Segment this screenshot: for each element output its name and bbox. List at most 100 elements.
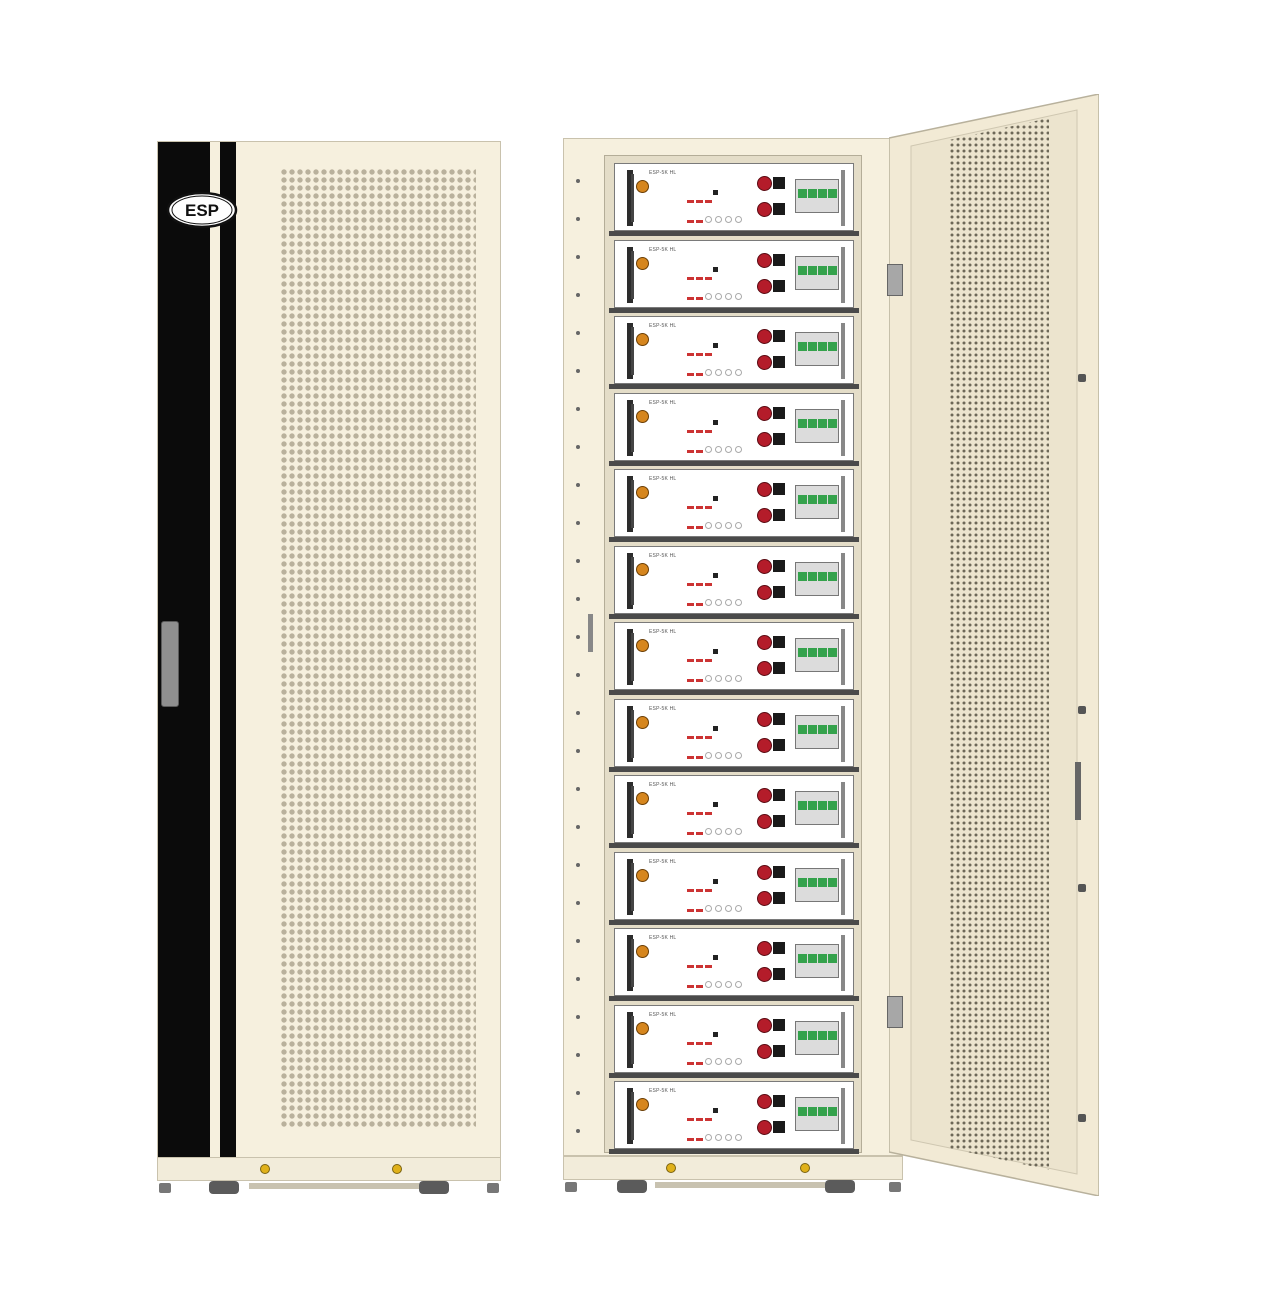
- rail-screw: [576, 217, 580, 221]
- module-shelf: [609, 307, 859, 313]
- circuit-breaker: [795, 1020, 839, 1055]
- module-handle: [627, 935, 633, 991]
- power-connector-icon: [773, 636, 785, 648]
- port-row: [687, 363, 745, 381]
- esp-logo: ESP: [166, 191, 238, 229]
- rail-screw: [576, 255, 580, 259]
- rail-screw: [576, 483, 580, 487]
- module-handle-inner: [631, 709, 634, 758]
- led-row: [687, 802, 714, 820]
- power-connector-icon: [757, 864, 772, 880]
- port-row: [687, 1052, 745, 1070]
- rail-screw: [576, 179, 580, 183]
- module-handle-inner: [631, 556, 634, 605]
- status-indicator-icon: [636, 562, 649, 576]
- door-latch: [1078, 884, 1086, 892]
- circuit-breaker: [795, 944, 839, 978]
- port-row: [687, 899, 745, 917]
- power-connector-icon: [773, 738, 785, 751]
- reset-button: [713, 802, 718, 807]
- power-connector-icon: [773, 509, 785, 521]
- cabinet-body: ESP: [157, 141, 501, 1161]
- module-handle-right: [841, 170, 845, 226]
- power-connector-icon: [773, 968, 785, 980]
- reset-button: [713, 955, 718, 960]
- module-shelf: [609, 919, 859, 925]
- circuit-breaker: [795, 179, 839, 213]
- circuit-breaker: [795, 1097, 839, 1131]
- module-label: ESP-5K HL: [649, 705, 677, 712]
- leveling-foot: [889, 1182, 901, 1192]
- led-row: [687, 879, 714, 897]
- module-handle-right: [841, 246, 845, 303]
- module-shelf: [609, 1149, 859, 1154]
- power-connector-icon: [757, 788, 772, 803]
- open-cabinet: ESP-5K HL ESP-5K HL ESP-5K HL ESP-5K HL ESP-…: [563, 94, 1099, 1198]
- power-connector-icon: [757, 1120, 772, 1135]
- side-handle: [588, 614, 593, 652]
- port-row: [687, 822, 745, 840]
- led-row: [687, 649, 714, 667]
- module-label: ESP-5K HL: [649, 1088, 677, 1094]
- power-connector-icon: [773, 662, 785, 674]
- door-handle: [161, 621, 179, 707]
- module-handle-right: [841, 705, 845, 762]
- status-indicator-icon: [636, 333, 649, 346]
- module-handle: [627, 552, 633, 609]
- power-connector-icon: [773, 356, 785, 368]
- rail-screw: [576, 1053, 580, 1057]
- caster-wheel: [825, 1180, 855, 1193]
- status-indicator-icon: [636, 256, 649, 270]
- module-label: ESP-5K HL: [649, 782, 677, 788]
- module-handle-inner: [631, 250, 634, 299]
- module-handle: [627, 629, 633, 685]
- status-indicator-icon: [636, 792, 649, 805]
- rail-screw: [576, 445, 580, 449]
- power-connector-icon: [757, 558, 772, 574]
- module-handle-inner: [631, 480, 634, 528]
- power-connector-icon: [757, 202, 772, 217]
- port-row: [687, 287, 745, 305]
- battery-module: ESP-5K HL: [609, 316, 859, 389]
- rail-screw: [576, 597, 580, 601]
- circuit-breaker: [795, 485, 839, 519]
- reset-button: [713, 419, 718, 425]
- power-connector-icon: [773, 585, 785, 598]
- module-handle-right: [841, 782, 845, 838]
- status-indicator-icon: [636, 945, 649, 958]
- module-handle-right: [841, 476, 845, 532]
- module-label: ESP-5K HL: [649, 170, 677, 176]
- power-connector-icon: [757, 1017, 772, 1033]
- status-indicator-icon: [636, 409, 649, 423]
- rail-screw: [576, 825, 580, 829]
- power-connector-icon: [757, 584, 772, 600]
- battery-module: ESP-5K HL: [609, 851, 859, 925]
- led-row: [687, 955, 714, 973]
- power-connector-icon: [757, 737, 772, 753]
- door-hinge: [887, 264, 903, 296]
- power-connector-icon: [773, 815, 785, 827]
- power-connector-icon: [773, 1095, 785, 1107]
- rail-screw: [576, 977, 580, 981]
- power-connector-icon: [757, 814, 772, 829]
- power-connector-icon: [757, 508, 772, 523]
- power-connector-icon: [757, 941, 772, 956]
- status-indicator-icon: [636, 868, 649, 882]
- door-latch: [1078, 1114, 1086, 1122]
- module-handle-inner: [631, 633, 634, 681]
- rail-screw: [576, 939, 580, 943]
- module-handle-right: [841, 323, 845, 379]
- module-handle: [627, 858, 633, 915]
- door-latch: [1078, 706, 1086, 714]
- power-connector-icon: [773, 406, 785, 419]
- rail-screw: [576, 559, 580, 563]
- power-connector-icon: [757, 405, 772, 421]
- cabinet-plinth: [157, 1157, 501, 1181]
- battery-module: ESP-5K HL: [609, 622, 859, 695]
- power-connector-icon: [757, 176, 772, 191]
- power-connector-icon: [773, 253, 785, 266]
- power-connector-icon: [773, 203, 785, 215]
- module-label: ESP-5K HL: [649, 552, 677, 559]
- module-handle-inner: [631, 862, 634, 911]
- door-hinge: [887, 996, 903, 1028]
